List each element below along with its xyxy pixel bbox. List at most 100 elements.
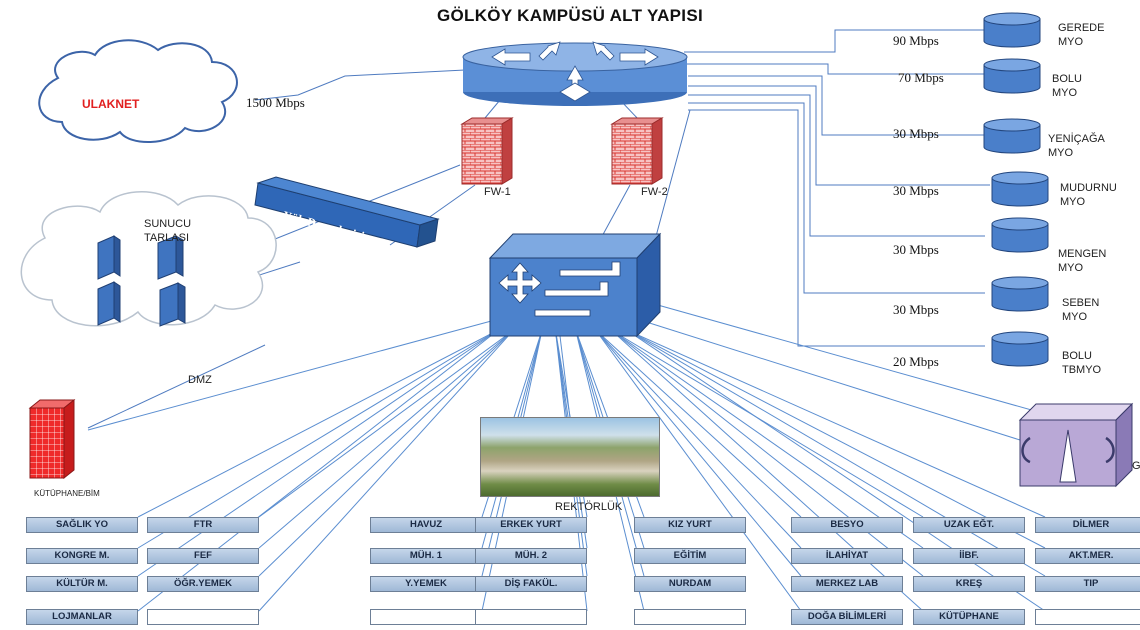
ulaknet-link: [254, 69, 466, 101]
remote-site-cylinder: [991, 276, 1049, 312]
building-link: [626, 329, 1046, 577]
building-box: [475, 609, 587, 625]
building-link: [610, 329, 924, 577]
building-link: [626, 329, 1046, 518]
g-device: [1018, 402, 1134, 488]
building-box: İLAHİYAT: [791, 548, 903, 564]
site-name: BOLU: [1062, 350, 1092, 362]
ulaknet-label: ULAKNET: [82, 97, 140, 111]
library-bim-label: KÜTÜPHANE/BİM: [34, 489, 100, 498]
building-box: MÜH. 1: [370, 548, 482, 564]
site-speed: 20 Mbps: [893, 354, 939, 369]
site-speed: 90 Mbps: [893, 33, 939, 48]
server-farm-label-1: SUNUCU: [144, 218, 192, 230]
building-box: SAĞLIK YO: [26, 517, 138, 533]
building-link: [137, 329, 499, 549]
building-box: TIP: [1035, 576, 1140, 592]
site-name: SEBEN: [1062, 297, 1100, 309]
site-type: MYO: [1058, 262, 1084, 274]
building-box: Y.YEMEK: [370, 576, 482, 592]
load-balancer-device: [254, 176, 440, 248]
site-name: MUDURNU: [1060, 182, 1117, 194]
building-box: HAVUZ: [370, 517, 482, 533]
g-label: G: [1132, 460, 1140, 472]
site-speed: 30 Mbps: [893, 242, 939, 257]
building-box: DİLMER: [1035, 517, 1140, 533]
site-speed: 30 Mbps: [893, 183, 939, 198]
site-name: GEREDE: [1058, 22, 1105, 34]
building-box: LOJMANLAR: [26, 609, 138, 625]
building-link: [595, 329, 802, 549]
building-link: [639, 299, 1061, 419]
site-speed: 70 Mbps: [898, 70, 944, 85]
remote-site-cylinder: [991, 331, 1049, 367]
site-name: MENGEN: [1058, 248, 1107, 260]
building-box: [1035, 609, 1140, 625]
building-box: AKT.MER.: [1035, 548, 1140, 564]
building-box: UZAK EĞT.: [913, 517, 1025, 533]
building-box: KIZ YURT: [634, 517, 746, 533]
servers: [97, 235, 186, 327]
building-box: [634, 609, 746, 625]
building-link: [258, 329, 515, 612]
building-link: [137, 329, 499, 518]
site-type: TBMYO: [1062, 364, 1102, 376]
distribution-links: [87, 299, 1061, 612]
building-box: ERKEK YURT: [475, 517, 587, 533]
fw2-label: FW-2: [641, 186, 668, 198]
building-link: [137, 329, 499, 577]
library-server-rack: [28, 398, 76, 480]
building-box: KREŞ: [913, 576, 1025, 592]
building-link: [258, 329, 515, 577]
site-speed: 30 Mbps: [893, 126, 939, 141]
site-type: MYO: [1060, 196, 1086, 208]
building-link: [610, 329, 924, 612]
building-box: MERKEZ LAB: [791, 576, 903, 592]
building-link: [626, 329, 1046, 549]
rektorluk-photo: [480, 417, 660, 497]
site-type: MYO: [1058, 36, 1084, 48]
building-link: [559, 335, 571, 419]
building-link: [258, 329, 514, 518]
site-name: YENİÇAĞA: [1048, 133, 1105, 145]
building-box: KÜTÜPHANE: [913, 609, 1025, 625]
building-box: İİBF.: [913, 548, 1025, 564]
ulaknet-cloud: [38, 39, 238, 144]
building-link: [639, 319, 1021, 441]
building-box: MÜH. 2: [475, 548, 587, 564]
building-box: [370, 609, 482, 625]
building-box: [147, 609, 259, 625]
building-link: [595, 329, 802, 518]
site-type: MYO: [1048, 147, 1074, 159]
building-box: ÖĞR.YEMEK: [147, 576, 259, 592]
building-link: [610, 329, 924, 549]
building-box: DOĞA BİLİMLERİ: [791, 609, 903, 625]
remote-site-cylinder: [983, 12, 1041, 48]
building-box: FTR: [147, 517, 259, 533]
remote-site-cylinder: [991, 171, 1049, 207]
site-type: MYO: [1062, 311, 1088, 323]
remote-site-cylinders: [983, 12, 1049, 367]
site-speed: 30 Mbps: [893, 302, 939, 317]
building-link: [626, 329, 1046, 612]
building-box: FEF: [147, 548, 259, 564]
building-box: NURDAM: [634, 576, 746, 592]
building-box: KÜLTÜR M.: [26, 576, 138, 592]
fw1-label: FW-1: [484, 186, 511, 198]
building-link: [595, 329, 802, 612]
building-box: BESYO: [791, 517, 903, 533]
building-link: [610, 329, 924, 518]
remote-site-cylinder: [991, 217, 1049, 253]
core-router: [462, 41, 688, 106]
building-link: [137, 329, 499, 612]
remote-site-cylinder: [983, 118, 1041, 154]
building-link: [87, 319, 496, 431]
wan-links: [684, 29, 990, 347]
dmz-link: [87, 344, 266, 429]
server-farm-label-2: TARLASI: [144, 232, 190, 244]
diagram-title: GÖLKÖY KAMPÜSÜ ALT YAPISI: [436, 6, 703, 25]
site-name: BOLU: [1052, 73, 1082, 85]
building-link: [258, 329, 515, 549]
building-box: DİŞ FAKÜL.: [475, 576, 587, 592]
